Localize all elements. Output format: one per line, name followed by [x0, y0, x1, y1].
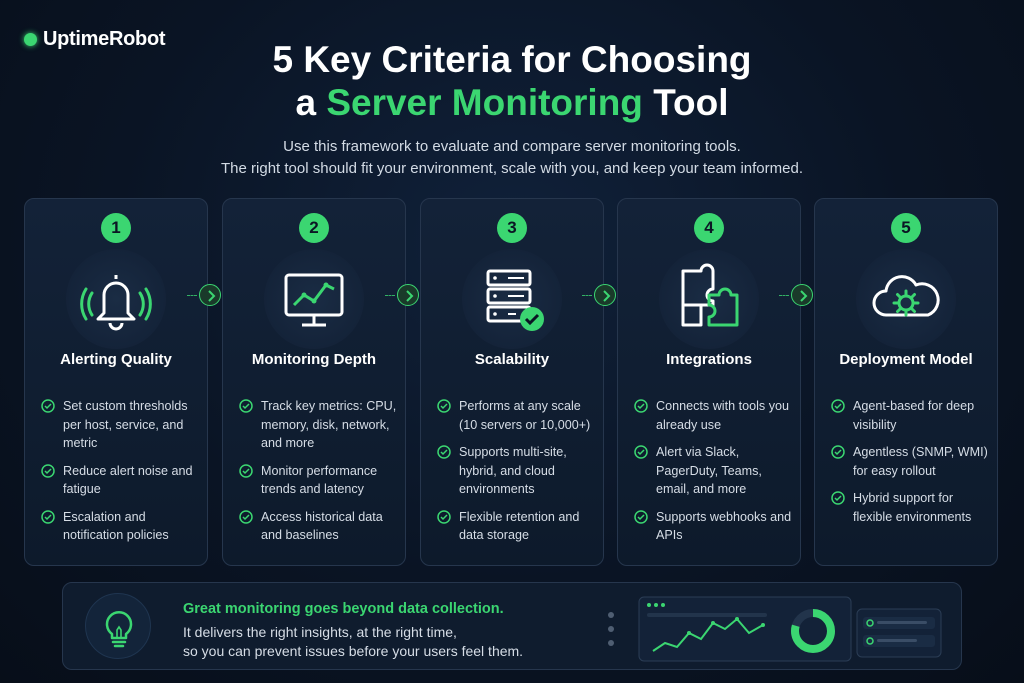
- connector-line: [779, 295, 789, 296]
- check-circle-icon: [634, 445, 648, 499]
- brand-name: UptimeRobot: [43, 28, 166, 50]
- criteria-card-4: 4 Integrations Connects with tools you a…: [617, 198, 801, 566]
- list-item-text: Agentless (SNMP, WMI) for easy rollout: [853, 445, 988, 478]
- list-item-text: Escalation and notification policies: [63, 509, 169, 543]
- footer-headline: Great monitoring goes beyond data collec…: [183, 601, 504, 617]
- connector-line: [187, 295, 197, 296]
- card-number: 2: [299, 213, 329, 243]
- check-circle-icon: [437, 509, 451, 545]
- card-number: 5: [891, 213, 921, 243]
- dashboard-illustration: [603, 593, 953, 665]
- title-accent: Server Monitoring: [326, 82, 643, 123]
- card-title: Deployment Model: [839, 351, 973, 368]
- connector-line: [582, 295, 592, 296]
- card-number: 4: [694, 213, 724, 243]
- criteria-list: Performs at any scale (10 servers or 10,…: [437, 397, 595, 554]
- list-item: Track key metrics: CPU, memory, disk, ne…: [239, 397, 397, 453]
- brand-logo: UptimeRobot: [24, 28, 166, 51]
- check-circle-icon: [831, 445, 845, 480]
- bell-icon: [66, 249, 166, 349]
- server-stack-icon: [462, 249, 562, 349]
- list-item-text: Supports webhooks and APIs: [656, 509, 792, 543]
- footer-body-line-2: so you can prevent issues before your us…: [183, 643, 524, 659]
- card-title: Monitoring Depth: [251, 351, 377, 368]
- list-item: Connects with tools you already use: [634, 397, 792, 434]
- criteria-card-3: 3 Scalability Performs at any scale (10 …: [420, 198, 604, 566]
- chevron-right-icon: [594, 284, 616, 306]
- monitor-chart-icon: [264, 249, 364, 349]
- lightbulb-icon: [85, 593, 151, 659]
- chevron-right-icon: [397, 284, 419, 306]
- list-item: Supports multi-site, hybrid, and cloud e…: [437, 443, 595, 499]
- criteria-card-5: 5 Deployment Model Agent-based for deep …: [814, 198, 998, 566]
- chevron-right-icon: [199, 284, 221, 306]
- check-circle-icon: [41, 509, 55, 545]
- list-item-text: Hybrid support for flexible environments: [853, 491, 972, 524]
- criteria-card-2: 2 Monitoring Depth Track key metrics: CP…: [222, 198, 406, 566]
- check-circle-icon: [437, 445, 451, 499]
- check-circle-icon: [239, 509, 253, 545]
- footer-banner: Great monitoring goes beyond data collec…: [62, 582, 962, 670]
- logo-dot-icon: [24, 33, 37, 46]
- subtitle-line-2: The right tool should fit your environme…: [221, 160, 803, 177]
- title-prefix: a: [295, 82, 327, 123]
- list-item-text: Agent-based for deep visibility: [853, 399, 975, 432]
- check-circle-icon: [239, 463, 253, 499]
- list-item: Flexible retention and data storage: [437, 508, 595, 545]
- check-circle-icon: [831, 399, 845, 434]
- title-suffix: Tool: [642, 82, 729, 123]
- list-item-text: Flexible retention and data storage: [459, 509, 580, 543]
- card-title: Scalability: [474, 351, 550, 368]
- page-subtitle: Use this framework to evaluate and compa…: [0, 136, 1024, 180]
- connector-line: [385, 295, 395, 296]
- page-title: 5 Key Criteria for Choosing a Server Mon…: [0, 38, 1024, 124]
- footer-body-line-1: It delivers the right insights, at the r…: [183, 624, 457, 640]
- list-item: Reduce alert noise and fatigue: [41, 462, 199, 499]
- criteria-list: Track key metrics: CPU, memory, disk, ne…: [239, 397, 397, 554]
- subtitle-line-1: Use this framework to evaluate and compa…: [283, 138, 741, 155]
- criteria-card-1: 1 Alerting Quality Set custom thresholds…: [24, 198, 208, 566]
- list-item: Agentless (SNMP, WMI) for easy rollout: [831, 443, 989, 480]
- list-item-text: Monitor performance trends and latency: [261, 463, 378, 497]
- list-item-text: Supports multi-site, hybrid, and cloud e…: [459, 445, 567, 496]
- card-title: Integrations: [666, 351, 752, 368]
- list-item-text: Access historical data and baselines: [261, 509, 383, 543]
- check-circle-icon: [634, 399, 648, 434]
- card-number: 1: [101, 213, 131, 243]
- list-item: Alert via Slack, PagerDuty, Teams, email…: [634, 443, 792, 499]
- criteria-list: Agent-based for deep visibility Agentles…: [831, 397, 989, 535]
- list-item: Agent-based for deep visibility: [831, 397, 989, 434]
- list-item-text: Track key metrics: CPU, memory, disk, ne…: [261, 399, 397, 450]
- title-line-2: a Server Monitoring Tool: [0, 81, 1024, 124]
- list-item-text: Performs at any scale (10 servers or 10,…: [459, 399, 591, 432]
- cloud-gear-icon: [856, 249, 956, 349]
- card-number: 3: [497, 213, 527, 243]
- card-title: Alerting Quality: [60, 351, 172, 368]
- title-line-1: 5 Key Criteria for Choosing: [272, 39, 752, 80]
- check-circle-icon: [239, 399, 253, 453]
- list-item: Access historical data and baselines: [239, 508, 397, 545]
- list-item: Performs at any scale (10 servers or 10,…: [437, 397, 595, 434]
- criteria-list: Set custom thresholds per host, service,…: [41, 397, 199, 554]
- list-item: Supports webhooks and APIs: [634, 508, 792, 545]
- list-item: Set custom thresholds per host, service,…: [41, 397, 199, 453]
- criteria-list: Connects with tools you already use Aler…: [634, 397, 792, 554]
- chevron-right-icon: [791, 284, 813, 306]
- list-item: Monitor performance trends and latency: [239, 462, 397, 499]
- check-circle-icon: [634, 509, 648, 545]
- check-circle-icon: [41, 399, 55, 453]
- check-circle-icon: [831, 491, 845, 526]
- puzzle-icon: [659, 249, 759, 349]
- footer-body: It delivers the right insights, at the r…: [183, 623, 523, 661]
- check-circle-icon: [41, 463, 55, 499]
- list-item: Escalation and notification policies: [41, 508, 199, 545]
- list-item-text: Reduce alert noise and fatigue: [63, 463, 193, 497]
- list-item-text: Connects with tools you already use: [656, 399, 790, 432]
- check-circle-icon: [437, 399, 451, 434]
- list-item-text: Set custom thresholds per host, service,…: [63, 399, 188, 450]
- list-item-text: Alert via Slack, PagerDuty, Teams, email…: [656, 445, 762, 496]
- list-item: Hybrid support for flexible environments: [831, 489, 989, 526]
